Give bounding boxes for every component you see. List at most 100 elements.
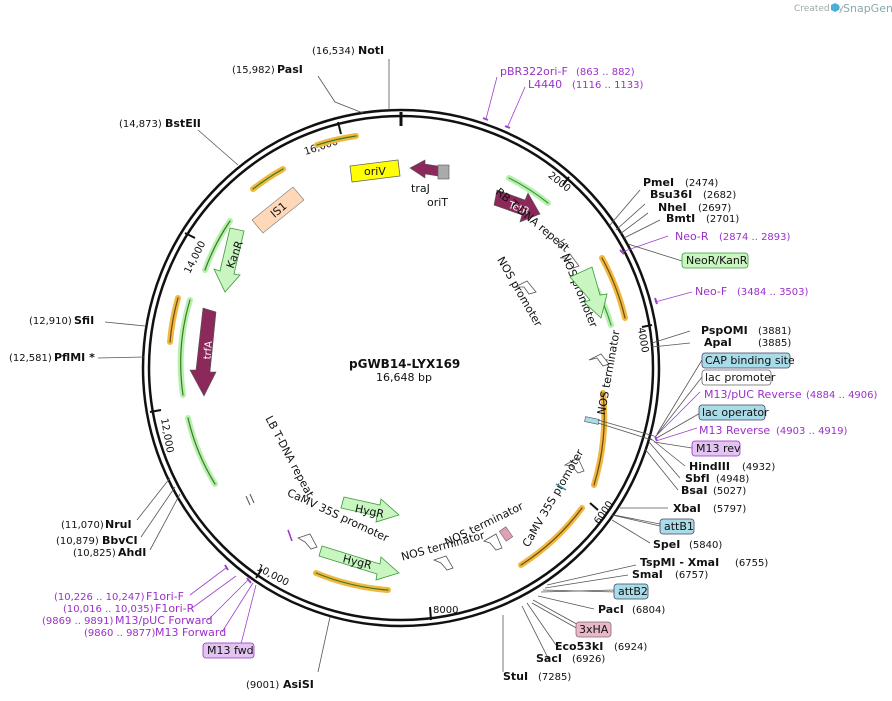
site-stui-name: StuI (503, 670, 528, 683)
traj-label: traJ (411, 182, 430, 195)
site-ahdi-pos: (10,825) (73, 548, 116, 559)
site-bbvci-name: BbvCI (102, 534, 138, 547)
site-sbfi-name: SbfI (685, 472, 710, 485)
primer-leaders (189, 76, 701, 649)
camv-promoter-right: CaMV 35S promoter (520, 447, 587, 550)
site-smai-name: SmaI (632, 568, 663, 581)
box-neokan: NeoR/KanR (686, 254, 748, 267)
orit-label: oriT (427, 196, 448, 209)
site-nhei-pos: (2697) (698, 203, 731, 214)
site-spei-pos: (5840) (689, 540, 722, 551)
site-hind-pos: (4932) (742, 462, 775, 473)
site-bsai-pos: (5027) (713, 486, 746, 497)
box-ha: 3xHA (579, 623, 609, 636)
primer-neor-pos: (2874 .. 2893) (719, 232, 791, 243)
primer-marks (224, 117, 658, 584)
site-sbfi-pos: (4948) (716, 474, 749, 485)
box-leaders (531, 243, 703, 630)
tick-8000: 8000 (433, 605, 458, 616)
site-spei-name: SpeI (653, 538, 680, 551)
box-attb1: attB1 (664, 520, 694, 533)
primer-f1f-name: F1ori-F (146, 590, 184, 603)
site-noti-name: NotI (358, 44, 384, 57)
site-bmti-pos: (2701) (706, 214, 739, 225)
site-noti-pos: (16,534) (312, 46, 355, 57)
plasmid-name: pGWB14-LYX169 (349, 357, 460, 371)
primer-f1r-name: F1ori-R (155, 602, 195, 615)
site-bbvci-pos: (10,879) (56, 536, 99, 547)
box-laco: lac operator (702, 406, 769, 419)
box-cap: CAP binding site (705, 354, 795, 367)
site-labels: (16,534) NotI (15,982) PasI (14,873) Bst… (9, 44, 791, 691)
site-sfii-name: SfiI (74, 314, 94, 327)
primer-m13fwd-pos: (9869 .. 9891) (42, 616, 114, 627)
site-stui-pos: (7285) (538, 672, 571, 683)
neor-feature (569, 266, 608, 319)
plasmid-size: 16,648 bp (376, 371, 432, 384)
site-apai-name: ApaI (704, 336, 732, 349)
primer-m13f-pos: (9860 .. 9877) (84, 628, 156, 639)
tick-4000: 4000 (635, 327, 650, 354)
site-tsp-name: TspMI - XmaI (640, 556, 719, 569)
site-smai-pos: (6757) (675, 570, 708, 581)
primer-l4440-pos: (1116 .. 1133) (572, 80, 644, 91)
snapgene-logo (831, 3, 839, 12)
primer-pbr-pos: (863 .. 882) (576, 67, 635, 78)
site-nrui-pos: (11,070) (61, 520, 104, 531)
primer-m13fwd-name: M13/pUC Forward (115, 614, 213, 627)
oriv-feature: oriV (349, 159, 401, 183)
site-pasi-pos: (15,982) (232, 65, 275, 76)
site-tsp-pos: (6755) (735, 558, 768, 569)
primer-neof-name: Neo-F (695, 285, 727, 298)
primer-l4440-name: L4440 (528, 78, 562, 91)
lac-marker (584, 416, 600, 425)
site-asisi-pos: (9001) (246, 680, 279, 691)
primer-m13puc-pos: (4884 .. 4906) (806, 390, 878, 401)
site-saci-name: SacI (536, 652, 562, 665)
site-eco-name: Eco53kI (555, 640, 603, 653)
credit-text: Created by (794, 4, 844, 14)
box-attb2: attB2 (618, 585, 648, 598)
primer-neor-name: Neo-R (675, 230, 709, 243)
site-nhei-name: NheI (658, 201, 687, 214)
tick-12000: 12,000 (158, 417, 175, 453)
boxed-labels: NeoR/KanR CAP binding site lac promoter … (202, 252, 795, 659)
site-sfii-pos: (12,910) (29, 316, 72, 327)
site-eco-pos: (6924) (614, 642, 647, 653)
box-m13fwdbox: M13 fwd (207, 644, 254, 657)
hygr2-label: HygR (341, 552, 373, 572)
site-asisi-name: AsiSI (283, 678, 314, 691)
site-bsteii-pos: (14,873) (119, 119, 162, 130)
site-pmei-name: PmeI (643, 176, 674, 189)
tick-6000: 6000 (592, 499, 616, 526)
site-pasi-name: PasI (277, 63, 303, 76)
lb-repeat: LB T-DNA repeat (245, 414, 317, 506)
nos-terminator-center: NOS terminator (400, 529, 486, 571)
snapgene-brand: SnapGene (843, 2, 892, 15)
nosp2-label: NOS promoter (494, 255, 545, 330)
tick-2000: 2000 (546, 170, 573, 194)
is1-feature: IS1 (251, 186, 305, 234)
box-lacp: lac promoter (705, 371, 776, 384)
site-leaders (97, 59, 691, 673)
primer-f1r-pos: (10,016 .. 10,035) (63, 604, 154, 615)
site-psp-pos: (3881) (758, 326, 791, 337)
hygr1-label: HygR (354, 502, 386, 521)
primer-m13rev-name: M13 Reverse (699, 424, 770, 437)
site-saci-pos: (6926) (572, 654, 605, 665)
site-xbai-name: XbaI (673, 502, 701, 515)
primer-m13f-name: M13 Forward (155, 626, 226, 639)
traj-feature: traJ oriT (409, 159, 450, 209)
site-bsteii-name: BstEII (165, 117, 201, 130)
primer-m13rev-pos: (4903 .. 4919) (776, 426, 848, 437)
site-apai-pos: (3885) (758, 338, 791, 349)
primer-f1f-pos: (10,226 .. 10,247) (54, 592, 145, 603)
site-xbai-pos: (5797) (713, 504, 746, 515)
site-paci-pos: (6804) (632, 605, 665, 616)
site-bsu36i-pos: (2682) (703, 190, 736, 201)
hygr-feature-upper: HygR (340, 496, 400, 523)
site-bmti-name: BmtI (666, 212, 695, 225)
nos-promoter-center: NOS promoter (494, 255, 545, 330)
site-pflmi-name: PflMI * (54, 351, 95, 364)
